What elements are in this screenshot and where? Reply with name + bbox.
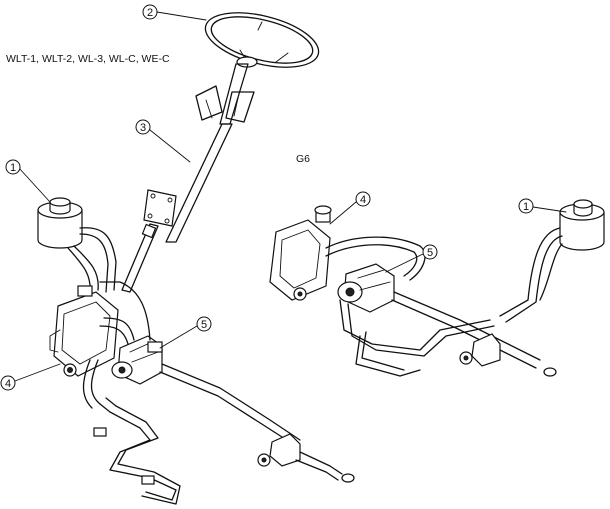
- valve-block-right: [459, 333, 557, 377]
- models-left-label: WLT-1, WLT-2, WL-3, WL-C, WE-C: [6, 53, 170, 65]
- steering-column: [121, 63, 255, 293]
- callout-4-left: 4: [0, 363, 61, 391]
- model-right-label: G6: [296, 153, 310, 165]
- steering-wheel: [204, 12, 320, 68]
- svg-text:1: 1: [10, 162, 16, 174]
- steering-gearbox-right: [269, 205, 332, 301]
- svg-text:5: 5: [201, 319, 207, 331]
- svg-text:4: 4: [5, 378, 11, 390]
- pressure-lines-left: [99, 281, 301, 447]
- svg-text:5: 5: [427, 247, 433, 259]
- callout-2: 2: [142, 4, 207, 21]
- steering-gearbox-left: [49, 285, 119, 409]
- callout-4-right: 4: [329, 191, 371, 225]
- return-tube-left: [93, 397, 181, 505]
- callout-3: 3: [135, 119, 191, 163]
- callout-5-left: 5: [159, 316, 212, 349]
- reservoir-hoses-right: [499, 227, 563, 323]
- pressure-lines-right: [325, 236, 541, 377]
- power-steering-pump-left: [111, 335, 163, 385]
- callout-1-right: 1: [518, 198, 567, 214]
- svg-text:2: 2: [147, 7, 153, 19]
- callout-1-left: 1: [5, 159, 51, 203]
- svg-text:3: 3: [140, 122, 146, 134]
- power-steering-pump-right: [337, 263, 395, 313]
- valve-block-left: [257, 433, 355, 483]
- svg-text:1: 1: [523, 201, 529, 213]
- svg-text:4: 4: [360, 194, 366, 206]
- callout-5-right: 5: [385, 244, 438, 273]
- reservoir-left: [37, 197, 83, 249]
- reservoir-right: [559, 199, 605, 251]
